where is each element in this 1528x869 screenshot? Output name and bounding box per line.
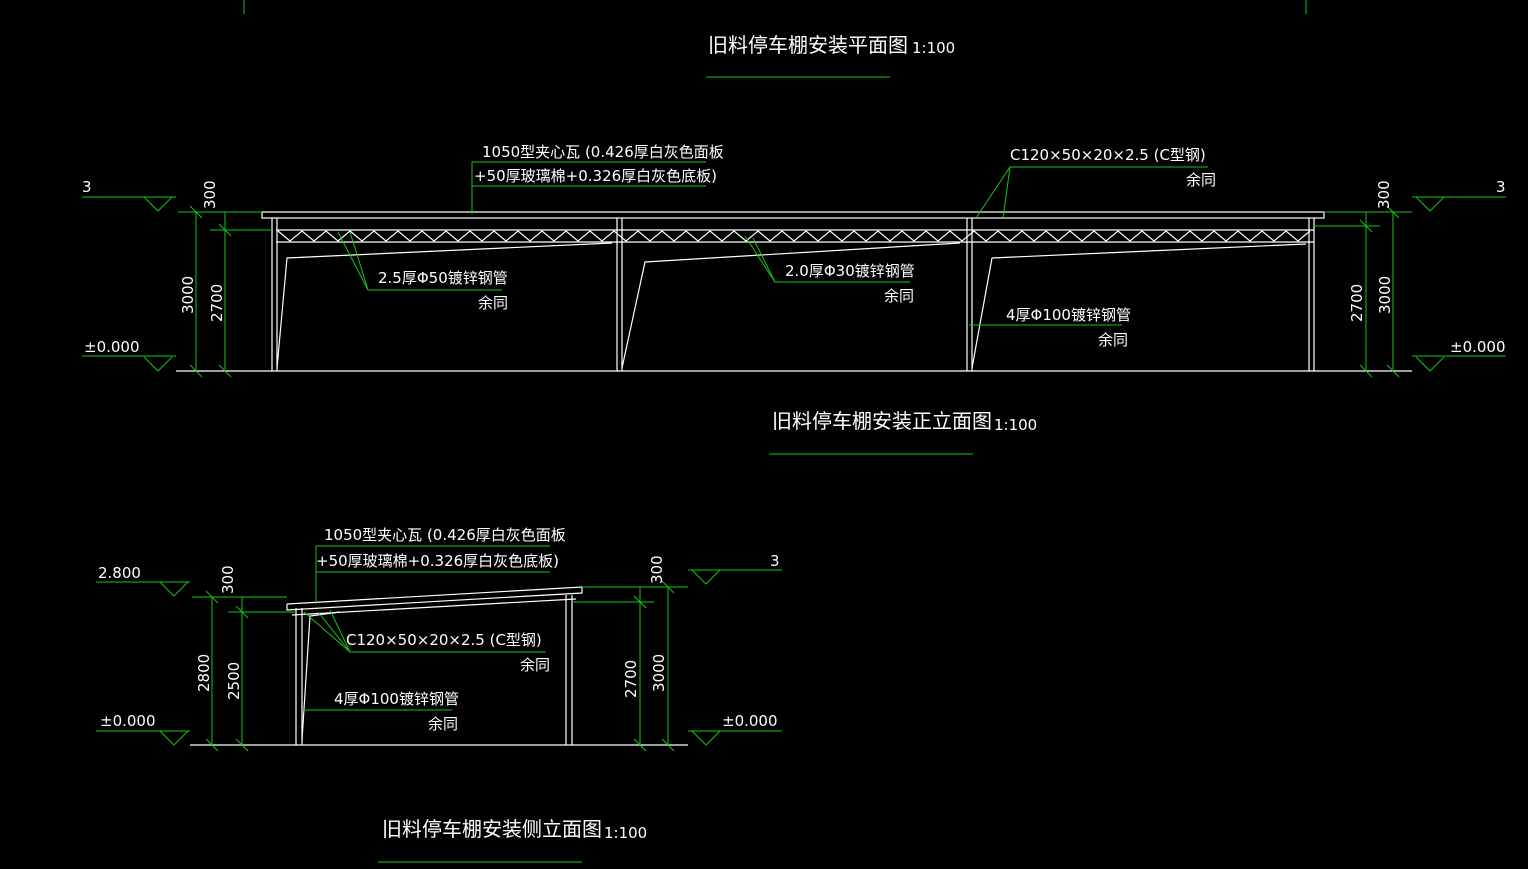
front-braces (276, 242, 1307, 369)
side-column-same: 余同 (428, 715, 458, 733)
side-purlin-label: C120×50×20×2.5 (C型钢) (346, 631, 542, 649)
front-level-marks (82, 196, 1506, 372)
front-column-label: 4厚Φ100镀锌钢管 (1006, 306, 1131, 324)
front-purlin-same: 余同 (1186, 171, 1216, 189)
front-level-top-left: 3 (82, 178, 92, 196)
front-web-same: 余同 (884, 287, 914, 305)
front-roof-label-2: +50厚玻璃棉+0.326厚白灰色底板) (474, 167, 717, 185)
front-level-top-right: 3 (1496, 178, 1506, 196)
side-level-top-left: 2.800 (98, 564, 141, 582)
front-truss (276, 229, 1314, 243)
front-roof-label-1: 1050型夹心瓦 (0.426厚白灰色面板 (482, 143, 724, 161)
side-column-label: 4厚Φ100镀锌钢管 (334, 690, 459, 708)
side-brace (301, 611, 341, 741)
front-truss-same: 余同 (478, 294, 508, 312)
side-level-marks (96, 569, 782, 746)
front-column-same: 余同 (1098, 331, 1128, 349)
front-elevation: 300 3000 2700 300 3000 2700 3 (82, 143, 1506, 455)
front-dim-left (178, 205, 272, 378)
side-dim-300-right: 300 (648, 555, 666, 584)
front-dim-300-right: 300 (1375, 180, 1393, 209)
side-roof-label-2: +50厚玻璃棉+0.326厚白灰色底板) (316, 552, 559, 570)
side-dim-left (192, 590, 296, 752)
side-title: 旧料停车棚安装侧立面图 (382, 817, 602, 841)
front-dim-3000: 3000 (179, 276, 197, 314)
side-purlin-same: 余同 (520, 656, 550, 674)
front-dim-300: 300 (201, 180, 219, 209)
side-dim-300: 300 (219, 565, 237, 594)
front-purlin-label: C120×50×20×2.5 (C型钢) (1010, 146, 1206, 164)
front-title: 旧料停车棚安装正立面图 (772, 409, 992, 433)
front-leaders (337, 161, 1208, 326)
plan-scale: 1:100 (912, 39, 955, 57)
front-roof (261, 211, 1325, 219)
front-columns (271, 218, 1315, 371)
side-dim-2800: 2800 (195, 654, 213, 692)
side-dim-2500: 2500 (225, 662, 243, 700)
side-roof-label-1: 1050型夹心瓦 (0.426厚白灰色面板 (324, 526, 566, 544)
side-level-zero-right: ±0.000 (722, 712, 778, 730)
side-leaders (302, 545, 550, 711)
side-dim-3000-right: 3000 (650, 654, 668, 692)
front-web-label: 2.0厚Φ30镀锌钢管 (785, 262, 915, 280)
front-dim-2700: 2700 (208, 284, 226, 322)
side-elevation: 300 2800 2500 300 3000 2700 2.800 ±0.0 (96, 526, 782, 863)
side-scale: 1:100 (604, 824, 647, 842)
front-scale: 1:100 (994, 416, 1037, 434)
side-columns (295, 595, 573, 745)
plan-title: 旧料停车棚安装平面图 (708, 33, 908, 57)
front-dim-2700-right: 2700 (1348, 284, 1366, 322)
front-dim-3000-right: 3000 (1376, 276, 1394, 314)
front-truss-label: 2.5厚Φ50镀锌钢管 (378, 269, 508, 287)
side-level-top-right: 3 (770, 552, 780, 570)
front-dim-right (1314, 205, 1412, 378)
side-dim-right (572, 580, 688, 752)
front-level-zero-left: ±0.000 (84, 338, 140, 356)
front-level-zero-right: ±0.000 (1450, 338, 1506, 356)
side-dim-2700-right: 2700 (622, 660, 640, 698)
side-roof (286, 586, 583, 611)
side-level-zero-left: ±0.000 (100, 712, 156, 730)
